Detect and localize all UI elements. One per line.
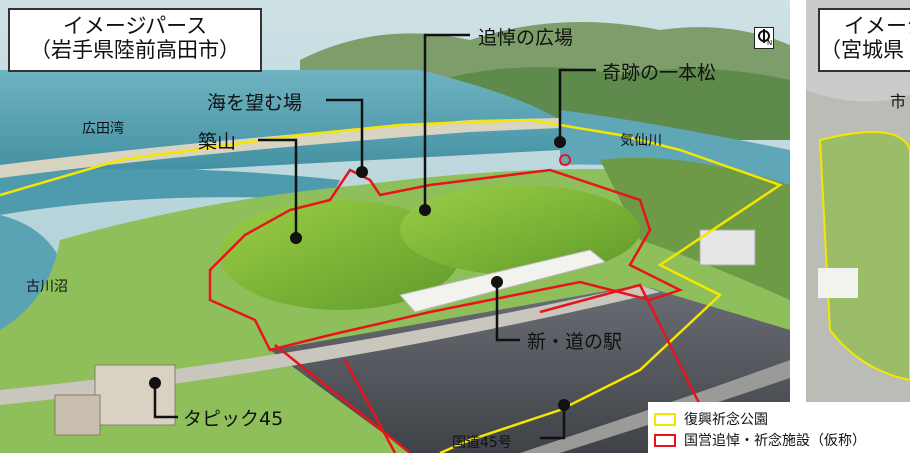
leader-miracle-pine [558,68,596,142]
leader-sea-view [326,98,364,172]
side-title: イメージ [844,14,910,38]
label-furukawa-pond: 古川沼 [26,279,68,295]
label-route45: 国道45号 [452,435,512,451]
leader-memorial-plaza [423,33,470,210]
seawall [0,118,560,178]
facility-edge-inner [343,359,397,453]
legend-item-park: 復興祈念公園 [654,409,768,429]
main-title: イメージパース [62,14,208,38]
main-title-box: イメージパース （岩手県陸前高田市） [8,8,262,72]
legend: 復興祈念公園 国営追悼・祈念施設（仮称） [648,402,910,453]
side-title-box: イメージ （宮城県 [818,8,910,72]
park-boundary-line [0,118,783,453]
main-subtitle: （岩手県陸前高田市） [30,38,240,63]
hill-mound [220,200,460,310]
label-tapic: タピック45 [183,408,284,430]
facility-boundary-line [208,168,684,352]
side-park [818,131,910,382]
pine-marker-ring [559,154,572,166]
leader-route45 [540,405,566,440]
point-tapic [149,377,161,389]
tapic-annex [54,394,101,436]
point-route45 [558,399,570,411]
facility-edge-right [539,283,702,406]
label-hill: 築山 [198,131,237,153]
leader-hill [258,138,298,238]
facility-edge-left [274,344,411,453]
panel-separator [790,0,806,453]
point-hill [290,232,302,244]
legend-label-facility: 国営追悼・祈念施設（仮称） [684,433,866,449]
point-miracle-pine [554,136,566,148]
compass-icon: N [754,27,774,49]
label-hirota-bay: 広田湾 [82,121,124,137]
leader-tapic [153,383,178,419]
side-subtitle: （宮城県 [820,38,904,63]
point-sea-view [356,166,368,178]
side-building [818,268,858,298]
side-label-city: 市 [890,92,907,111]
label-miracle-pine: 奇跡の一本松 [602,62,717,84]
leader-new-station [495,282,520,342]
label-sea-view: 海を望む場 [207,92,303,114]
legend-swatch-park [654,412,676,426]
compass-north-label: N [767,39,773,47]
legend-item-facility: 国営追悼・祈念施設（仮称） [654,430,866,450]
legend-swatch-facility [654,433,676,447]
side-building [699,229,756,266]
label-memorial-plaza: 追悼の広場 [478,27,574,49]
point-memorial-plaza [419,204,431,216]
point-new-station [491,276,503,288]
label-kesen-river: 気仙川 [620,133,662,149]
tapic-building [94,364,176,426]
label-new-station: 新・道の駅 [527,331,623,353]
canal-water [0,168,340,215]
legend-label-park: 復興祈念公園 [684,412,768,428]
